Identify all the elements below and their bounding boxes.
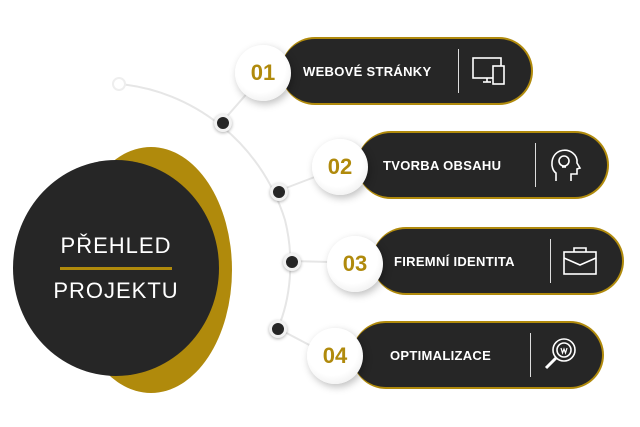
divider xyxy=(530,333,531,377)
item-number: 03 xyxy=(327,236,383,292)
timeline-dot xyxy=(270,183,288,201)
divider xyxy=(550,239,551,283)
item-label: TVORBA OBSAHU xyxy=(383,157,502,173)
item-webove-stranky: WEBOVÉ STRÁNKY xyxy=(281,37,533,105)
divider xyxy=(535,143,536,187)
devices-icon xyxy=(472,57,505,85)
item-label: FIREMNÍ IDENTITA xyxy=(394,253,515,269)
magnifier-w-icon xyxy=(544,338,576,370)
item-optimalizace: OPTIMALIZACE xyxy=(352,321,604,389)
item-tvorba-obsahu: TVORBA OBSAHU xyxy=(357,131,609,199)
title-divider xyxy=(60,266,172,270)
briefcase-icon xyxy=(563,247,597,275)
title-line-1: PŘEHLED xyxy=(60,232,172,258)
item-number: 01 xyxy=(235,45,291,101)
timeline-dot xyxy=(283,253,301,271)
head-lightbulb-icon xyxy=(551,149,582,181)
item-firemni-identita: FIREMNÍ IDENTITA xyxy=(372,227,624,295)
divider xyxy=(458,49,459,93)
item-label: WEBOVÉ STRÁNKY xyxy=(303,63,432,79)
timeline-dot xyxy=(269,320,287,338)
timeline-dot xyxy=(214,114,232,132)
item-label: OPTIMALIZACE xyxy=(390,347,492,363)
item-number: 02 xyxy=(312,139,368,195)
item-number: 04 xyxy=(307,328,363,384)
title-line-2: PROJEKTU xyxy=(53,277,179,303)
overview-circle: PŘEHLED PROJEKTU xyxy=(13,160,219,376)
